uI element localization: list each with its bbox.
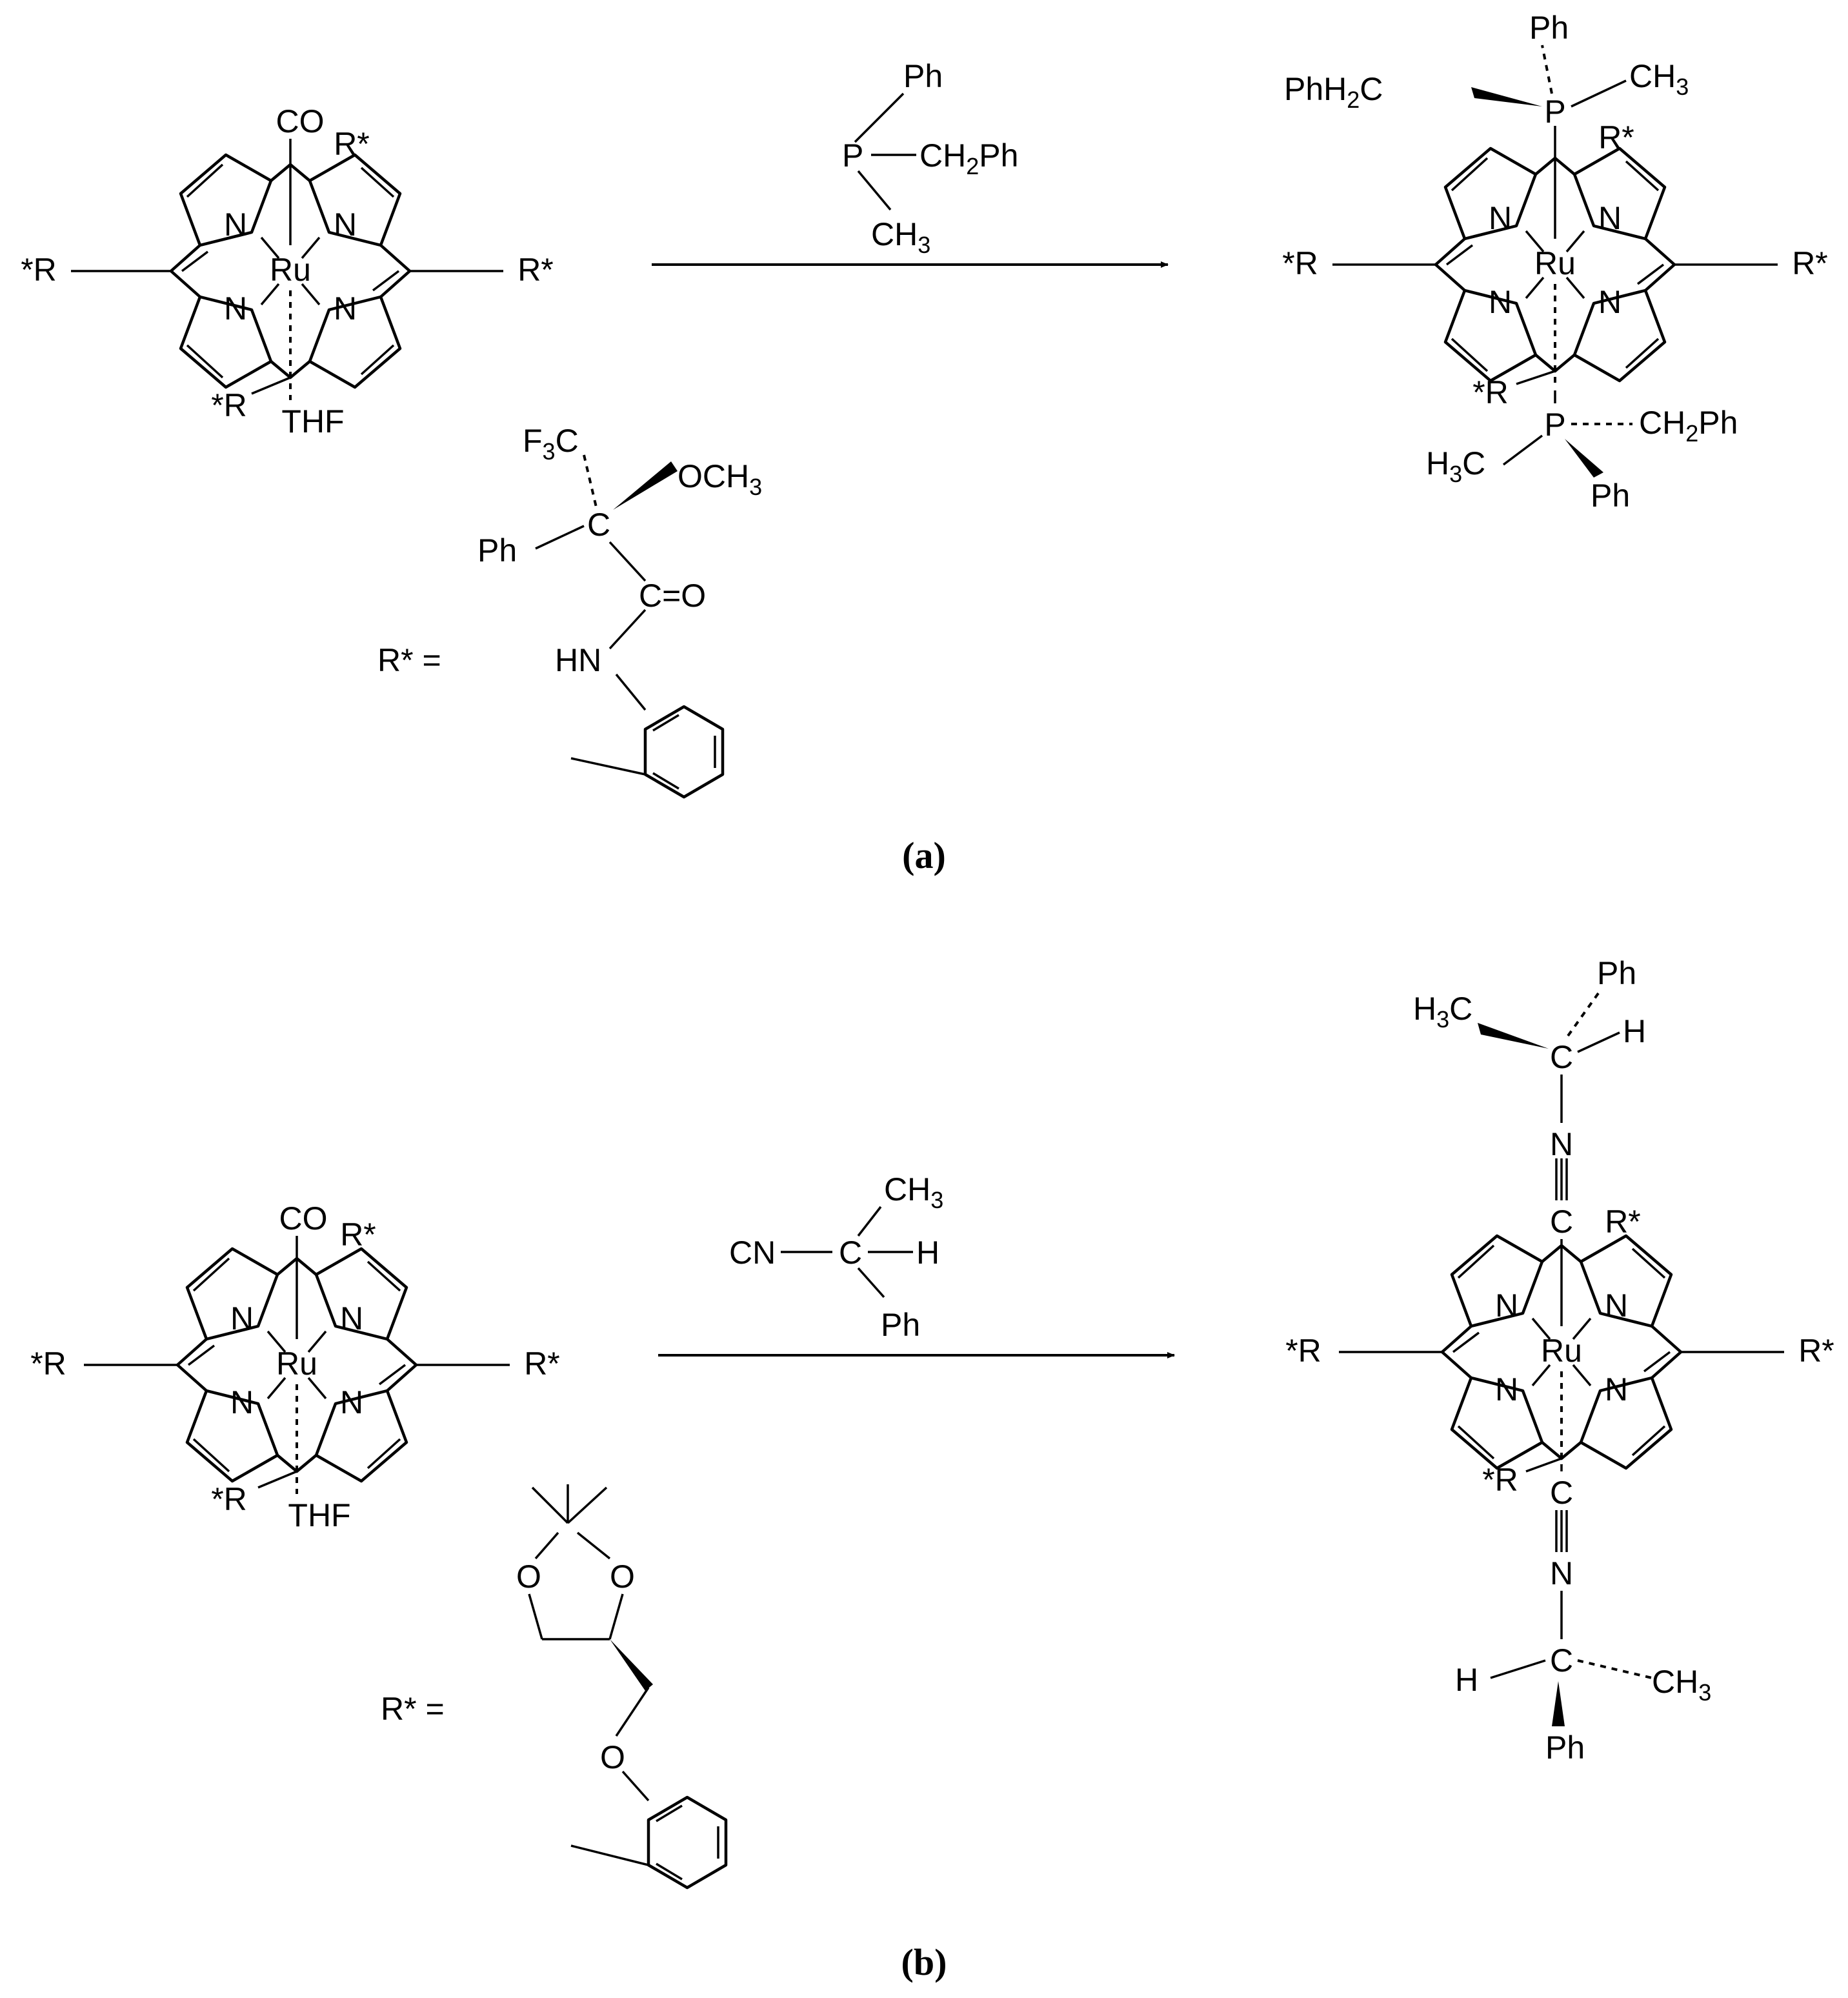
n-atom: N [334, 207, 357, 243]
r-group: R* [340, 1216, 376, 1253]
ph-group: Ph [1529, 10, 1569, 46]
ch2ph-group: PhH2C [1284, 71, 1383, 113]
thf-ligand: THF [288, 1497, 350, 1533]
r-group: R* [1598, 119, 1634, 156]
r-group: *R [211, 1481, 247, 1517]
n-atom: N [334, 290, 357, 327]
ph-group: Ph [477, 532, 517, 569]
och3-group: OCH3 [678, 458, 762, 500]
nh-group: HN [555, 642, 601, 678]
caption-a: (a) [902, 834, 946, 876]
reactant-b-porphyrin: Ru N N N N CO THF R* R* *R *R [30, 1200, 560, 1533]
caption-b: (b) [901, 1941, 947, 1983]
r-group: *R [1282, 245, 1318, 281]
ru-atom: Ru [1541, 1333, 1582, 1369]
r-group: *R [1472, 374, 1509, 410]
ch3-group: CH3 [1652, 1664, 1711, 1706]
r-star-equals: R* = [381, 1691, 445, 1727]
r-star-definition-b: R* = O O O [381, 1484, 726, 1888]
thf-ligand: THF [281, 403, 344, 439]
tolyl-ring [648, 1797, 726, 1888]
stereo-carbon: C [587, 507, 610, 543]
ch3-group: CH3 [884, 1171, 943, 1213]
r-group: R* [517, 252, 554, 288]
ru-atom: Ru [276, 1346, 317, 1382]
ph-group: Ph [1597, 955, 1636, 991]
tolyl-ring [645, 707, 723, 797]
r-star-equals: R* = [377, 642, 441, 678]
o-atom: O [610, 1559, 635, 1595]
c-atom: C [1550, 1475, 1573, 1511]
n-atom: N [230, 1300, 254, 1337]
o-atom: O [600, 1739, 625, 1775]
ch3-group: CH3 [1629, 58, 1689, 100]
n-atom: N [340, 1300, 363, 1337]
n-atom: N [1489, 284, 1512, 320]
n-atom: N [340, 1384, 363, 1420]
r-group: R* [1605, 1204, 1641, 1240]
n-atom: N [1598, 200, 1622, 236]
r-group: *R [21, 252, 57, 288]
product-b-porphyrin: Ru N N N N R* R* *R *R C N C H3C Ph [1285, 955, 1834, 1766]
ch3-group: H3C [1413, 991, 1472, 1033]
product-a-porphyrin: Ru N N N N R* R* *R *R P Ph PhH2C CH3 P [1282, 10, 1828, 514]
ch2ph-group: CH2Ph [1639, 405, 1738, 447]
stereo-carbon: C [839, 1235, 862, 1271]
stereo-carbon: C [1550, 1642, 1573, 1679]
n-atom: N [224, 207, 247, 243]
r-group: R* [1798, 1333, 1834, 1369]
ch2ph-group: CH2Ph [919, 137, 1018, 179]
n-atom: N [1495, 1371, 1518, 1408]
r-group: R* [524, 1346, 560, 1382]
n-atom: N [1605, 1287, 1628, 1324]
n-atom: N [1489, 200, 1512, 236]
ch3-group: CH3 [871, 216, 930, 258]
reactant-a-porphyrin: Ru N N N N CO THF R* R* *R *R [21, 103, 554, 439]
n-atom: N [224, 290, 247, 327]
n-atom: N [1598, 284, 1622, 320]
h-atom: H [916, 1235, 939, 1271]
r-group: *R [1482, 1462, 1518, 1498]
ru-atom: Ru [1534, 245, 1576, 281]
n-atom: N [1550, 1555, 1573, 1591]
reagent-b-nitrile: CH3 CN C H Ph [729, 1171, 943, 1343]
n-atom: N [1605, 1371, 1628, 1408]
r-group: R* [1792, 245, 1828, 281]
scheme-a: Ru N N N N CO THF R* R* *R *R Ph P CH2Ph [21, 10, 1828, 876]
ph-group: Ph [1591, 478, 1630, 514]
r-group: *R [30, 1346, 66, 1382]
scheme-b: Ru N N N N CO THF R* R* *R *R CH3 CN C H [30, 955, 1834, 1983]
p-atom: P [1544, 94, 1565, 130]
o-atom: O [516, 1559, 541, 1595]
cf3-group: F3C [523, 423, 579, 465]
ph-group: Ph [903, 58, 943, 94]
r-group: *R [211, 387, 247, 423]
ch3-group: H3C [1426, 445, 1485, 487]
h-atom: H [1623, 1013, 1646, 1049]
carbonyl-group: C=O [639, 578, 706, 614]
n-atom: N [1495, 1287, 1518, 1324]
ph-group: Ph [1545, 1730, 1585, 1766]
c-atom: C [1550, 1204, 1573, 1240]
n-atom: N [230, 1384, 254, 1420]
reagent-a-phosphine: Ph P CH2Ph CH3 [842, 58, 1018, 258]
co-ligand: CO [279, 1200, 328, 1236]
ph-group: Ph [881, 1307, 920, 1343]
p-atom: P [1544, 407, 1565, 443]
stereo-carbon: C [1550, 1039, 1573, 1075]
r-star-definition-a: R* = F3C C OCH3 Ph C=O HN [377, 423, 762, 797]
r-group: R* [334, 126, 370, 162]
cn-group: CN [729, 1235, 776, 1271]
ru-atom: Ru [270, 252, 311, 288]
co-ligand: CO [276, 103, 325, 139]
r-group: *R [1285, 1333, 1321, 1369]
p-atom: P [842, 137, 863, 174]
n-atom: N [1550, 1126, 1573, 1162]
h-atom: H [1455, 1662, 1478, 1698]
